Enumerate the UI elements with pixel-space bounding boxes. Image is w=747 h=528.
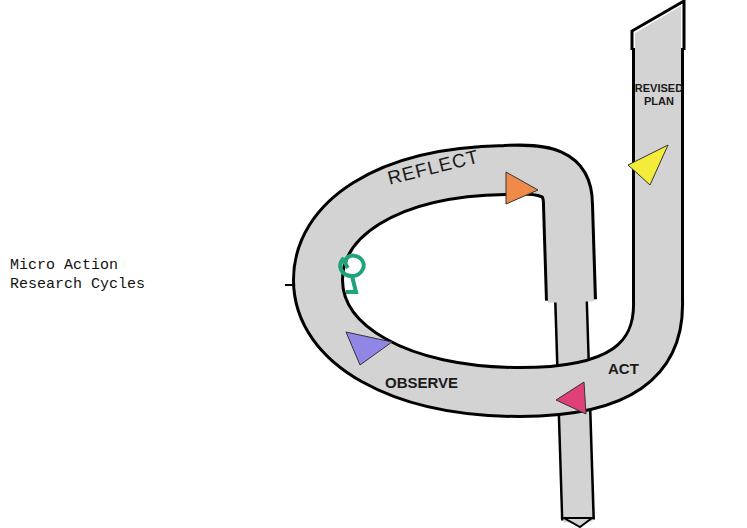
stage-label: OBSERVE xyxy=(385,374,495,392)
spiral-band: REVISED PLANREFLECTOBSERVEACT xyxy=(290,0,747,528)
stage-label: REVISED PLAN xyxy=(633,82,685,108)
spiral-band xyxy=(290,0,747,528)
callout-label: Micro Action Research Cycles xyxy=(10,256,175,294)
stage-label: ACT xyxy=(608,360,658,378)
